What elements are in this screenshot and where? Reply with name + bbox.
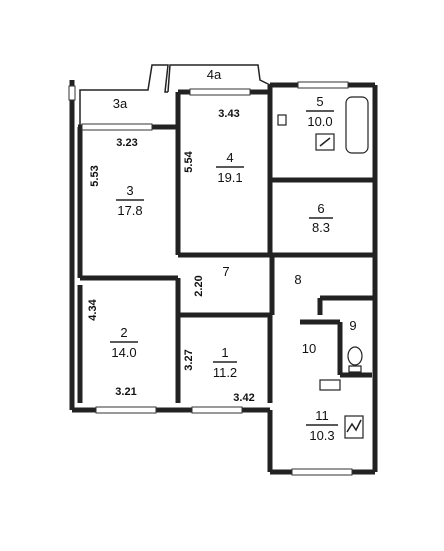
room-11-number: 11 xyxy=(315,408,329,423)
room-3-area: 17.8 xyxy=(117,203,142,218)
room-6-number: 6 xyxy=(317,201,324,216)
bathtub-icon xyxy=(345,96,369,154)
stove-icon xyxy=(344,415,364,439)
room-6-area: 8.3 xyxy=(312,220,330,235)
dim-3-21: 3.21 xyxy=(115,386,136,398)
kitchen-sink-icon xyxy=(319,379,341,391)
room-3-number: 3 xyxy=(126,183,133,198)
room-4-area: 19.1 xyxy=(217,170,242,185)
room-10-number: 10 xyxy=(302,341,316,356)
socket-icon xyxy=(277,114,287,126)
room-5-area: 10.0 xyxy=(307,114,332,129)
room-11-area: 10.3 xyxy=(309,428,334,443)
window-1 xyxy=(191,406,243,414)
window-5 xyxy=(297,81,349,89)
dim-2-20: 2.20 xyxy=(193,275,205,296)
balcony-3a xyxy=(79,64,169,127)
room-2-number: 2 xyxy=(120,325,127,340)
window-2 xyxy=(95,406,157,414)
room-1-number: 1 xyxy=(221,345,228,360)
room-2-area: 14.0 xyxy=(111,345,136,360)
room-5-number: 5 xyxy=(316,94,323,109)
sink-icon xyxy=(315,133,335,151)
window-11 xyxy=(291,468,353,476)
room-4a-number: 4a xyxy=(207,67,222,82)
window-3a xyxy=(81,123,153,131)
room-1-area: 11.2 xyxy=(213,365,237,380)
dim-3-43: 3.43 xyxy=(218,108,239,120)
dim-5-54: 5.54 xyxy=(183,150,195,172)
room-4-number: 4 xyxy=(226,150,233,165)
balcony-4a xyxy=(167,64,271,93)
dim-3-27: 3.27 xyxy=(183,349,195,370)
room-3a-number: 3a xyxy=(113,96,128,111)
dim-3-42: 3.42 xyxy=(233,392,254,404)
window-left xyxy=(68,85,76,101)
interior-walls xyxy=(77,92,375,403)
window-4a xyxy=(189,88,251,96)
room-9-number: 9 xyxy=(349,318,356,333)
dim-4-34: 4.34 xyxy=(87,298,99,320)
room-8-number: 8 xyxy=(294,272,301,287)
dim-3-23: 3.23 xyxy=(116,137,137,149)
room-7-number: 7 xyxy=(222,264,229,279)
dim-5-53: 5.53 xyxy=(89,165,101,186)
windows xyxy=(68,81,353,476)
toilet-icon xyxy=(347,346,363,373)
